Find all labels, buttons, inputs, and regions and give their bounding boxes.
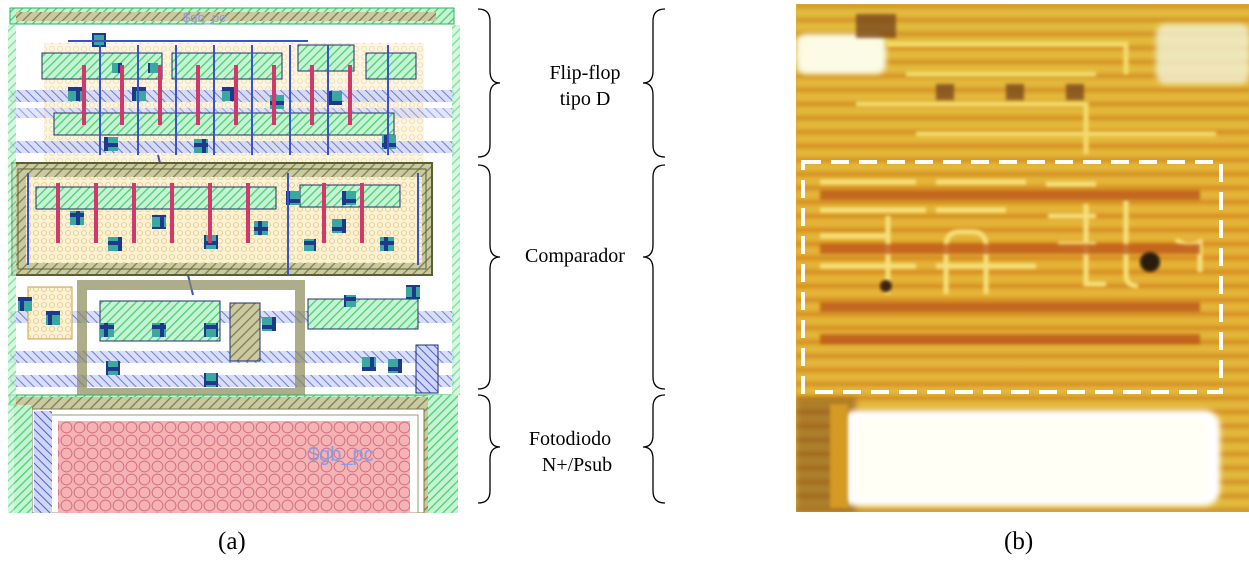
brace-left-photodiode xyxy=(477,394,501,504)
watermark-bottom: $gb_pc xyxy=(308,444,374,466)
caption-a: (a) xyxy=(218,528,246,555)
label-comparator: Comparador xyxy=(525,245,625,267)
layout-diagram: $gb_pc xyxy=(8,5,460,513)
region-braces xyxy=(477,8,666,504)
brace-left-flipflop xyxy=(477,8,501,158)
label-flipflop: Flip-flop tipo D xyxy=(520,60,650,112)
brace-right-flipflop xyxy=(642,8,666,158)
watermark-top: $gb_pc xyxy=(183,10,226,25)
brace-right-photodiode xyxy=(642,394,666,504)
label-flipflop-line2: tipo D xyxy=(559,88,611,110)
chip-microphotograph xyxy=(796,4,1249,512)
label-photodiode-line1: Fotodiodo xyxy=(528,428,612,450)
caption-b: (b) xyxy=(1004,528,1034,555)
brace-left-comparator xyxy=(477,164,501,390)
label-flipflop-line1: Flip-flop xyxy=(549,62,621,84)
brace-right-comparator xyxy=(642,164,666,390)
dashed-selection-box xyxy=(801,160,1223,394)
label-photodiode: Fotodiodo N+/Psub xyxy=(505,426,635,478)
label-photodiode-line2: N+/Psub xyxy=(541,454,613,476)
